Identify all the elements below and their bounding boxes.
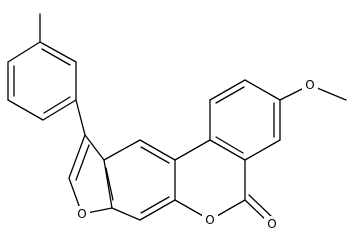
lactone-ring <box>174 139 273 223</box>
tolyl-bond-1 <box>39 41 77 63</box>
furan-bond-5 <box>68 134 86 179</box>
benzene-double-b <box>140 196 170 214</box>
upper-ring-double-a <box>215 86 245 104</box>
furan-double-a <box>75 144 90 181</box>
lactone-ring-oxygen-label: O <box>205 213 214 227</box>
furan-ring <box>68 134 114 215</box>
upper-ring-bond-3 <box>244 79 281 101</box>
upper-ring-double-c <box>215 136 244 154</box>
furan-double-b <box>105 167 114 201</box>
central-benzene-ring <box>103 139 176 221</box>
methoxy-oxygen-label: O <box>305 78 314 92</box>
tolyl-double-b <box>43 96 71 114</box>
furan-oxygen-label: O <box>77 207 86 221</box>
upper-ring-bond-5 <box>244 139 281 161</box>
methoxy-benzene-ring <box>209 79 347 161</box>
aryl-link-bond <box>75 99 86 136</box>
carbonyl-bond-2 <box>248 194 273 218</box>
tolyl-bond-6 <box>7 41 41 63</box>
benzene-bond-2 <box>139 139 176 161</box>
tolyl-bond-3 <box>42 99 77 121</box>
benzene-bond-4 <box>139 199 176 221</box>
tolyl-bond-4 <box>7 99 44 121</box>
carbonyl-oxygen-label: O <box>267 217 276 231</box>
benzene-bond-1 <box>103 139 141 161</box>
benzene-bond-5 <box>111 207 141 221</box>
atom-label-group: O O O O <box>74 77 318 232</box>
lactone-bond-2 <box>209 139 246 161</box>
benzene-double-a <box>140 146 170 164</box>
furan-bond-1 <box>84 134 105 161</box>
upper-ring-bond-2 <box>209 79 246 101</box>
tolyl-double-a <box>41 48 71 66</box>
p-tolyl-group <box>7 13 86 136</box>
lactone-bond-1 <box>174 139 211 161</box>
furan-bond-2 <box>103 159 113 209</box>
